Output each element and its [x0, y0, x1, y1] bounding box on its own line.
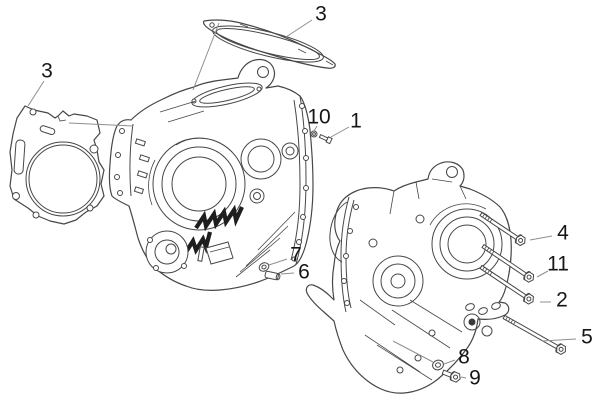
callout-label-2: 2	[556, 289, 568, 312]
assembly-line	[192, 22, 220, 91]
callout-label-7: 7	[290, 244, 302, 267]
washer-7	[258, 262, 270, 272]
leader-line-8	[443, 359, 456, 365]
leader-line-3	[27, 80, 45, 107]
leader-line-6	[280, 272, 295, 275]
washer-8	[432, 359, 444, 371]
callout-label-3: 3	[41, 60, 53, 83]
right-crankcase-half	[305, 161, 512, 394]
bolt-5	[502, 314, 566, 355]
leader-line-7	[268, 258, 288, 266]
left-crankcase-half	[108, 58, 314, 291]
callout-label-9: 9	[469, 367, 481, 390]
assembly-line	[68, 122, 134, 127]
callout-label-1: 1	[350, 110, 362, 133]
callout-layer: 3 3 10 1 4 11 25 76 89	[27, 3, 593, 390]
crankcase-gasket	[202, 19, 336, 69]
bolt-2	[479, 264, 534, 305]
callout-label-10: 10	[307, 106, 330, 129]
leader-line-5	[541, 338, 577, 342]
dowel-pin-10	[310, 130, 318, 138]
bolt-4	[479, 211, 526, 247]
cylinder-base-gasket	[9, 105, 105, 225]
bolt-11	[481, 243, 535, 283]
leader-line-9	[460, 376, 467, 379]
screw-9	[441, 369, 461, 383]
leader-line-1	[330, 126, 350, 138]
callout-label-5: 5	[581, 326, 593, 349]
leader-line-4	[529, 235, 553, 241]
plug-6	[264, 270, 281, 281]
assembly-line	[392, 340, 434, 363]
assembly-lines	[68, 22, 434, 363]
screw-1	[318, 133, 333, 145]
leader-line-3	[285, 19, 313, 38]
leader-line-11	[536, 270, 549, 278]
leader-line-10	[313, 125, 318, 132]
callout-label-8: 8	[458, 346, 470, 369]
callout-label-3: 3	[315, 3, 327, 26]
callout-label-6: 6	[298, 261, 310, 284]
callout-label-11: 11	[547, 253, 569, 276]
callout-label-4: 4	[557, 222, 569, 245]
